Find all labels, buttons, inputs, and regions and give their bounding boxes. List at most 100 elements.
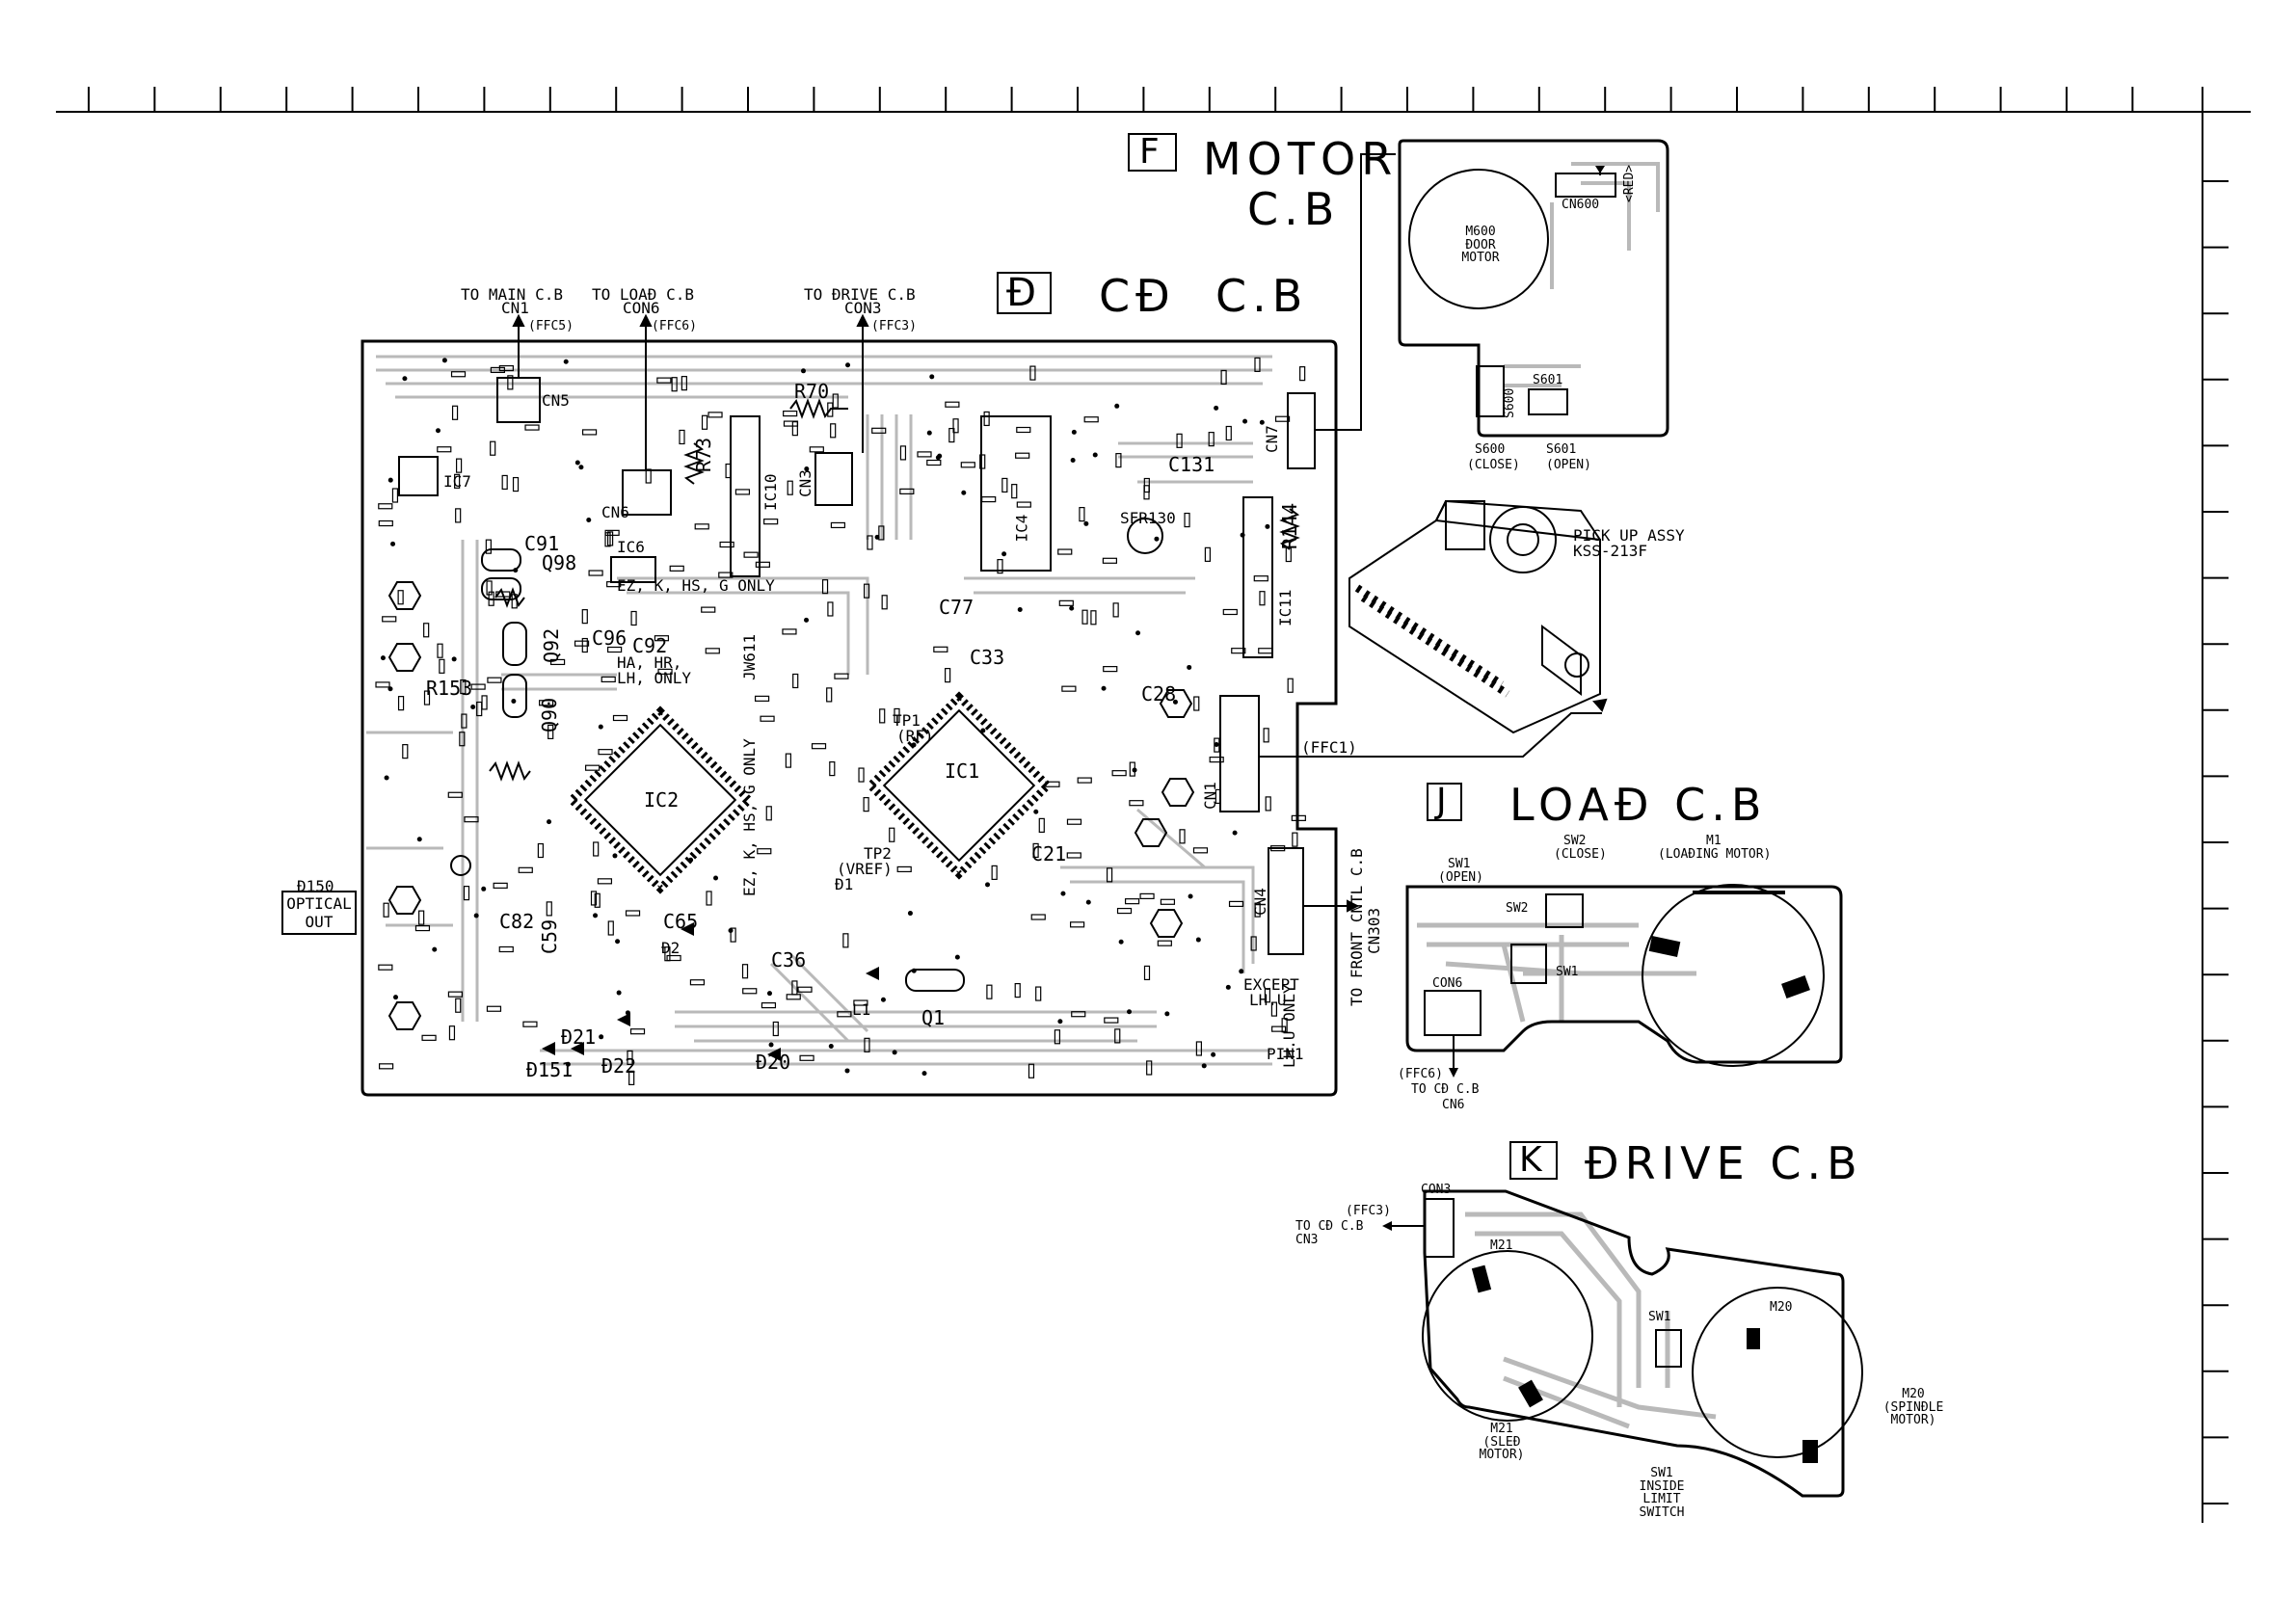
- label-d21: Đ21: [561, 1025, 597, 1049]
- smd-component: [455, 458, 463, 473]
- smd-component: [718, 572, 734, 578]
- label-pin1: PIN1: [1267, 1045, 1304, 1063]
- smd-component: [792, 673, 799, 689]
- cd-conn-load-ffc: (FFC6): [652, 319, 697, 333]
- m20-desc-2: (SPINĐLE: [1882, 1399, 1944, 1415]
- via-hole: [615, 939, 621, 945]
- via-hole: [911, 968, 917, 973]
- smd-component: [459, 732, 466, 747]
- label-d20: Đ20: [756, 1051, 791, 1074]
- via-hole: [451, 656, 457, 662]
- label-ffc1: (FFC1): [1301, 738, 1357, 757]
- drive-m20-board: M20: [1770, 1300, 1793, 1315]
- smd-component: [1079, 507, 1085, 522]
- smd-component: [481, 695, 488, 710]
- label-except: EXCEPT: [1243, 975, 1299, 994]
- smd-component: [945, 401, 960, 408]
- via-hole: [1001, 551, 1007, 557]
- smd-component: [761, 1002, 777, 1009]
- smd-component: [666, 954, 681, 962]
- smd-component: [1029, 365, 1036, 381]
- smd-component: [522, 1021, 538, 1027]
- via-hole: [1239, 969, 1244, 974]
- load-m1-label: M1: [1706, 834, 1722, 848]
- smd-component: [1254, 902, 1261, 918]
- via-hole: [804, 466, 810, 472]
- smd-component: [827, 402, 834, 417]
- m20-spindle-motor: [1692, 1287, 1863, 1458]
- load-con6-label: CON6: [1432, 976, 1463, 991]
- via-hole: [593, 913, 599, 918]
- via-hole: [688, 857, 694, 863]
- load-sw1-label: SW1: [1448, 857, 1471, 871]
- optical-ref: Đ150: [297, 877, 334, 895]
- via-hole: [473, 913, 479, 918]
- smd-component: [654, 635, 670, 642]
- via-hole: [390, 541, 396, 546]
- via-hole: [766, 991, 772, 997]
- via-hole: [1225, 984, 1231, 990]
- label-c77: C77: [939, 596, 974, 619]
- smd-component: [1139, 892, 1155, 899]
- label-lhu: LH.U: [1249, 991, 1287, 1009]
- smd-component: [1285, 546, 1292, 563]
- via-hole: [929, 374, 935, 380]
- smd-component: [917, 451, 932, 458]
- via-hole: [1135, 630, 1141, 636]
- smd-component: [785, 753, 791, 768]
- drive-sw1-desc: SW1 INSIDE LIMIT SWITCH: [1623, 1467, 1700, 1520]
- s600-board-label: S600: [1503, 387, 1517, 418]
- via-hole: [844, 1068, 850, 1074]
- drive-ffc: (FFC3): [1346, 1204, 1391, 1218]
- smd-component: [588, 570, 603, 576]
- smd-component: [511, 594, 518, 609]
- smd-component: [782, 628, 797, 635]
- smd-component: [657, 668, 673, 675]
- via-hole: [1101, 685, 1107, 691]
- m1-loading-motor: [1642, 884, 1825, 1067]
- label-c82: C82: [499, 910, 535, 933]
- pickup-line2: KSS-213F: [1573, 542, 1648, 560]
- note-ez-k-hs-g-top: EZ, K, HS, G ONLY: [617, 576, 775, 595]
- drive-m20-desc: M20 (SPINĐLE MOTOR): [1870, 1388, 1957, 1427]
- smd-component: [864, 1037, 870, 1052]
- label-cn7: CN7: [1263, 425, 1281, 453]
- via-hole: [1114, 403, 1120, 409]
- via-hole: [416, 837, 422, 842]
- cd-board: [360, 339, 1338, 1097]
- m21-sled-motor: [1422, 1250, 1593, 1422]
- smd-component: [991, 865, 998, 880]
- smd-component: [1220, 369, 1227, 386]
- via-hole: [1127, 1009, 1133, 1015]
- drive-m21-desc: M21 (SLEĐ MOTOR): [1463, 1423, 1540, 1462]
- motor-board: [1398, 139, 1669, 438]
- label-ic6: IC6: [617, 538, 645, 556]
- smd-component: [581, 609, 588, 625]
- smd-component: [455, 998, 462, 1013]
- label-c59: C59: [538, 918, 561, 954]
- optical-line2: OUT: [305, 913, 334, 931]
- s601-board-label: S601: [1533, 373, 1563, 387]
- smd-component: [437, 643, 443, 658]
- label-tp2: TP2: [864, 844, 892, 863]
- smd-component: [1264, 988, 1270, 1003]
- smd-component: [486, 1005, 502, 1012]
- smd-component: [894, 707, 900, 724]
- cd-conn-load-con: CON6: [623, 299, 660, 317]
- via-hole: [435, 428, 441, 434]
- smd-component: [1111, 770, 1127, 777]
- smd-component: [811, 743, 827, 750]
- label-c21: C21: [1031, 842, 1067, 865]
- smd-component: [594, 892, 601, 908]
- label-cn3: CN3: [796, 469, 814, 497]
- smd-component: [490, 366, 505, 374]
- smd-component: [1184, 512, 1190, 528]
- front-cntl-line1: TO FRONT CNTL C.B: [1348, 848, 1366, 1006]
- smd-component: [863, 583, 870, 599]
- via-hole: [1211, 1052, 1216, 1057]
- smd-component: [524, 424, 540, 431]
- via-hole: [1069, 605, 1075, 611]
- smd-component: [899, 445, 907, 461]
- label-c92: C92: [632, 634, 668, 657]
- ic6-chip: [610, 556, 656, 583]
